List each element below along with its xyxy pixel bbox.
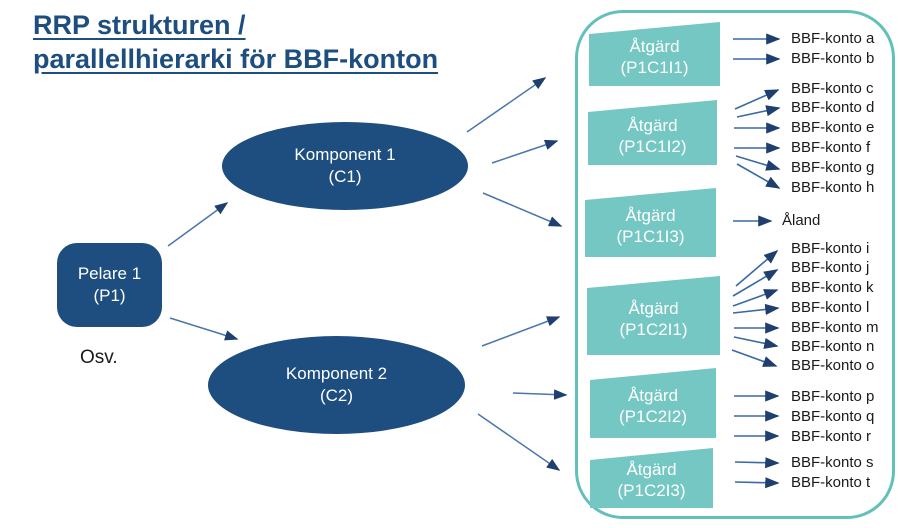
target-bbf-konto-g: BBF-konto g: [791, 159, 875, 176]
target-bbf-konto-p: BBF-konto p: [791, 388, 875, 405]
node-atgard-p1c2i3-label: Åtgärd: [626, 460, 677, 479]
node-atgard-p1c1i3-label: Åtgärd: [625, 205, 676, 225]
arrow-c1-i1: [466, 77, 547, 133]
arrow-c1-i3: [482, 192, 563, 227]
node-atgard-p1c2i1-label: Åtgärd: [628, 298, 679, 318]
node-komponent-1: Komponent 1 (C1): [222, 122, 468, 210]
node-atgard-p1c1i2: Åtgärd (P1C1I2): [588, 100, 717, 165]
target-bbf-konto-j: BBF-konto j: [791, 259, 870, 276]
page-title-line2: parallellhierarki för BBF-konton: [33, 44, 439, 74]
target-aland: Åland: [782, 212, 821, 229]
actions-container: [575, 10, 895, 519]
node-komponent-2: Komponent 2 (C2): [208, 336, 465, 434]
page-title: RRP strukturen / parallellhierarki för B…: [33, 8, 438, 76]
target-bbf-konto-k: BBF-konto k: [791, 279, 874, 296]
target-bbf-konto-i: BBF-konto i: [791, 240, 870, 257]
target-bbf-konto-n: BBF-konto n: [791, 338, 875, 355]
node-pelare-1: Pelare 1 (P1): [57, 243, 162, 327]
arrow-c2-i1: [481, 316, 561, 347]
node-atgard-p1c2i2: Åtgärd (P1C2I2): [590, 368, 716, 438]
target-bbf-konto-m: BBF-konto m: [791, 319, 879, 336]
target-bbf-konto-q: BBF-konto q: [791, 408, 875, 425]
node-atgard-p1c1i3-code: (P1C1I3): [616, 226, 685, 246]
target-bbf-konto-c: BBF-konto c: [791, 80, 874, 97]
node-komponent-1-label: Komponent 1: [294, 145, 396, 164]
node-atgard-p1c1i3: Åtgärd (P1C1I3): [585, 188, 716, 257]
target-bbf-konto-h: BBF-konto h: [791, 179, 875, 196]
arrow-c1-i2: [491, 139, 559, 164]
arrow-c2-i3: [477, 413, 561, 471]
target-bbf-konto-t: BBF-konto t: [791, 474, 871, 491]
target-bbf-konto-l: BBF-konto l: [791, 299, 870, 316]
node-atgard-p1c1i1-label: Åtgärd: [629, 37, 680, 56]
node-atgard-p1c2i1: Åtgärd (P1C2I1): [587, 276, 720, 355]
node-atgard-p1c1i2-code: (P1C1I2): [618, 136, 687, 156]
node-komponent-1-code: (C1): [328, 167, 362, 186]
target-bbf-konto-r: BBF-konto r: [791, 428, 872, 445]
target-bbf-konto-f: BBF-konto f: [791, 139, 871, 156]
target-bbf-konto-s: BBF-konto s: [791, 454, 874, 471]
target-bbf-konto-d: BBF-konto d: [791, 99, 875, 116]
node-atgard-p1c1i2-label: Åtgärd: [627, 115, 678, 135]
target-bbf-konto-b: BBF-konto b: [791, 50, 875, 67]
node-komponent-2-label: Komponent 2: [285, 364, 388, 383]
target-bbf-konto-a: BBF-konto a: [791, 30, 875, 47]
node-atgard-p1c2i2-code: (P1C2I2): [618, 407, 688, 426]
target-bbf-konto-e: BBF-konto e: [791, 119, 875, 136]
node-pelare-1-code: (P1): [93, 286, 126, 305]
arrow-p1-c2: [169, 317, 239, 341]
node-atgard-p1c2i2-label: Åtgärd: [627, 386, 679, 405]
node-pelare-1-label: Pelare 1: [77, 264, 142, 283]
node-atgard-p1c2i3-code: (P1C2I3): [617, 481, 686, 500]
node-atgard-p1c2i1-code: (P1C2I1): [619, 319, 688, 339]
node-atgard-p1c1i1: Åtgärd (P1C1I1): [589, 22, 720, 86]
page-title-line1: RRP strukturen /: [33, 10, 246, 40]
etc-label: Osv.: [80, 347, 118, 368]
node-atgard-p1c1i1-code: (P1C1I1): [620, 58, 689, 77]
node-atgard-p1c2i3: Åtgärd (P1C2I3): [590, 448, 713, 508]
arrow-p1-c1: [167, 202, 229, 247]
node-komponent-2-code: (C2): [319, 386, 354, 405]
target-bbf-konto-o: BBF-konto o: [791, 357, 875, 374]
arrow-c2-i2: [512, 389, 568, 400]
